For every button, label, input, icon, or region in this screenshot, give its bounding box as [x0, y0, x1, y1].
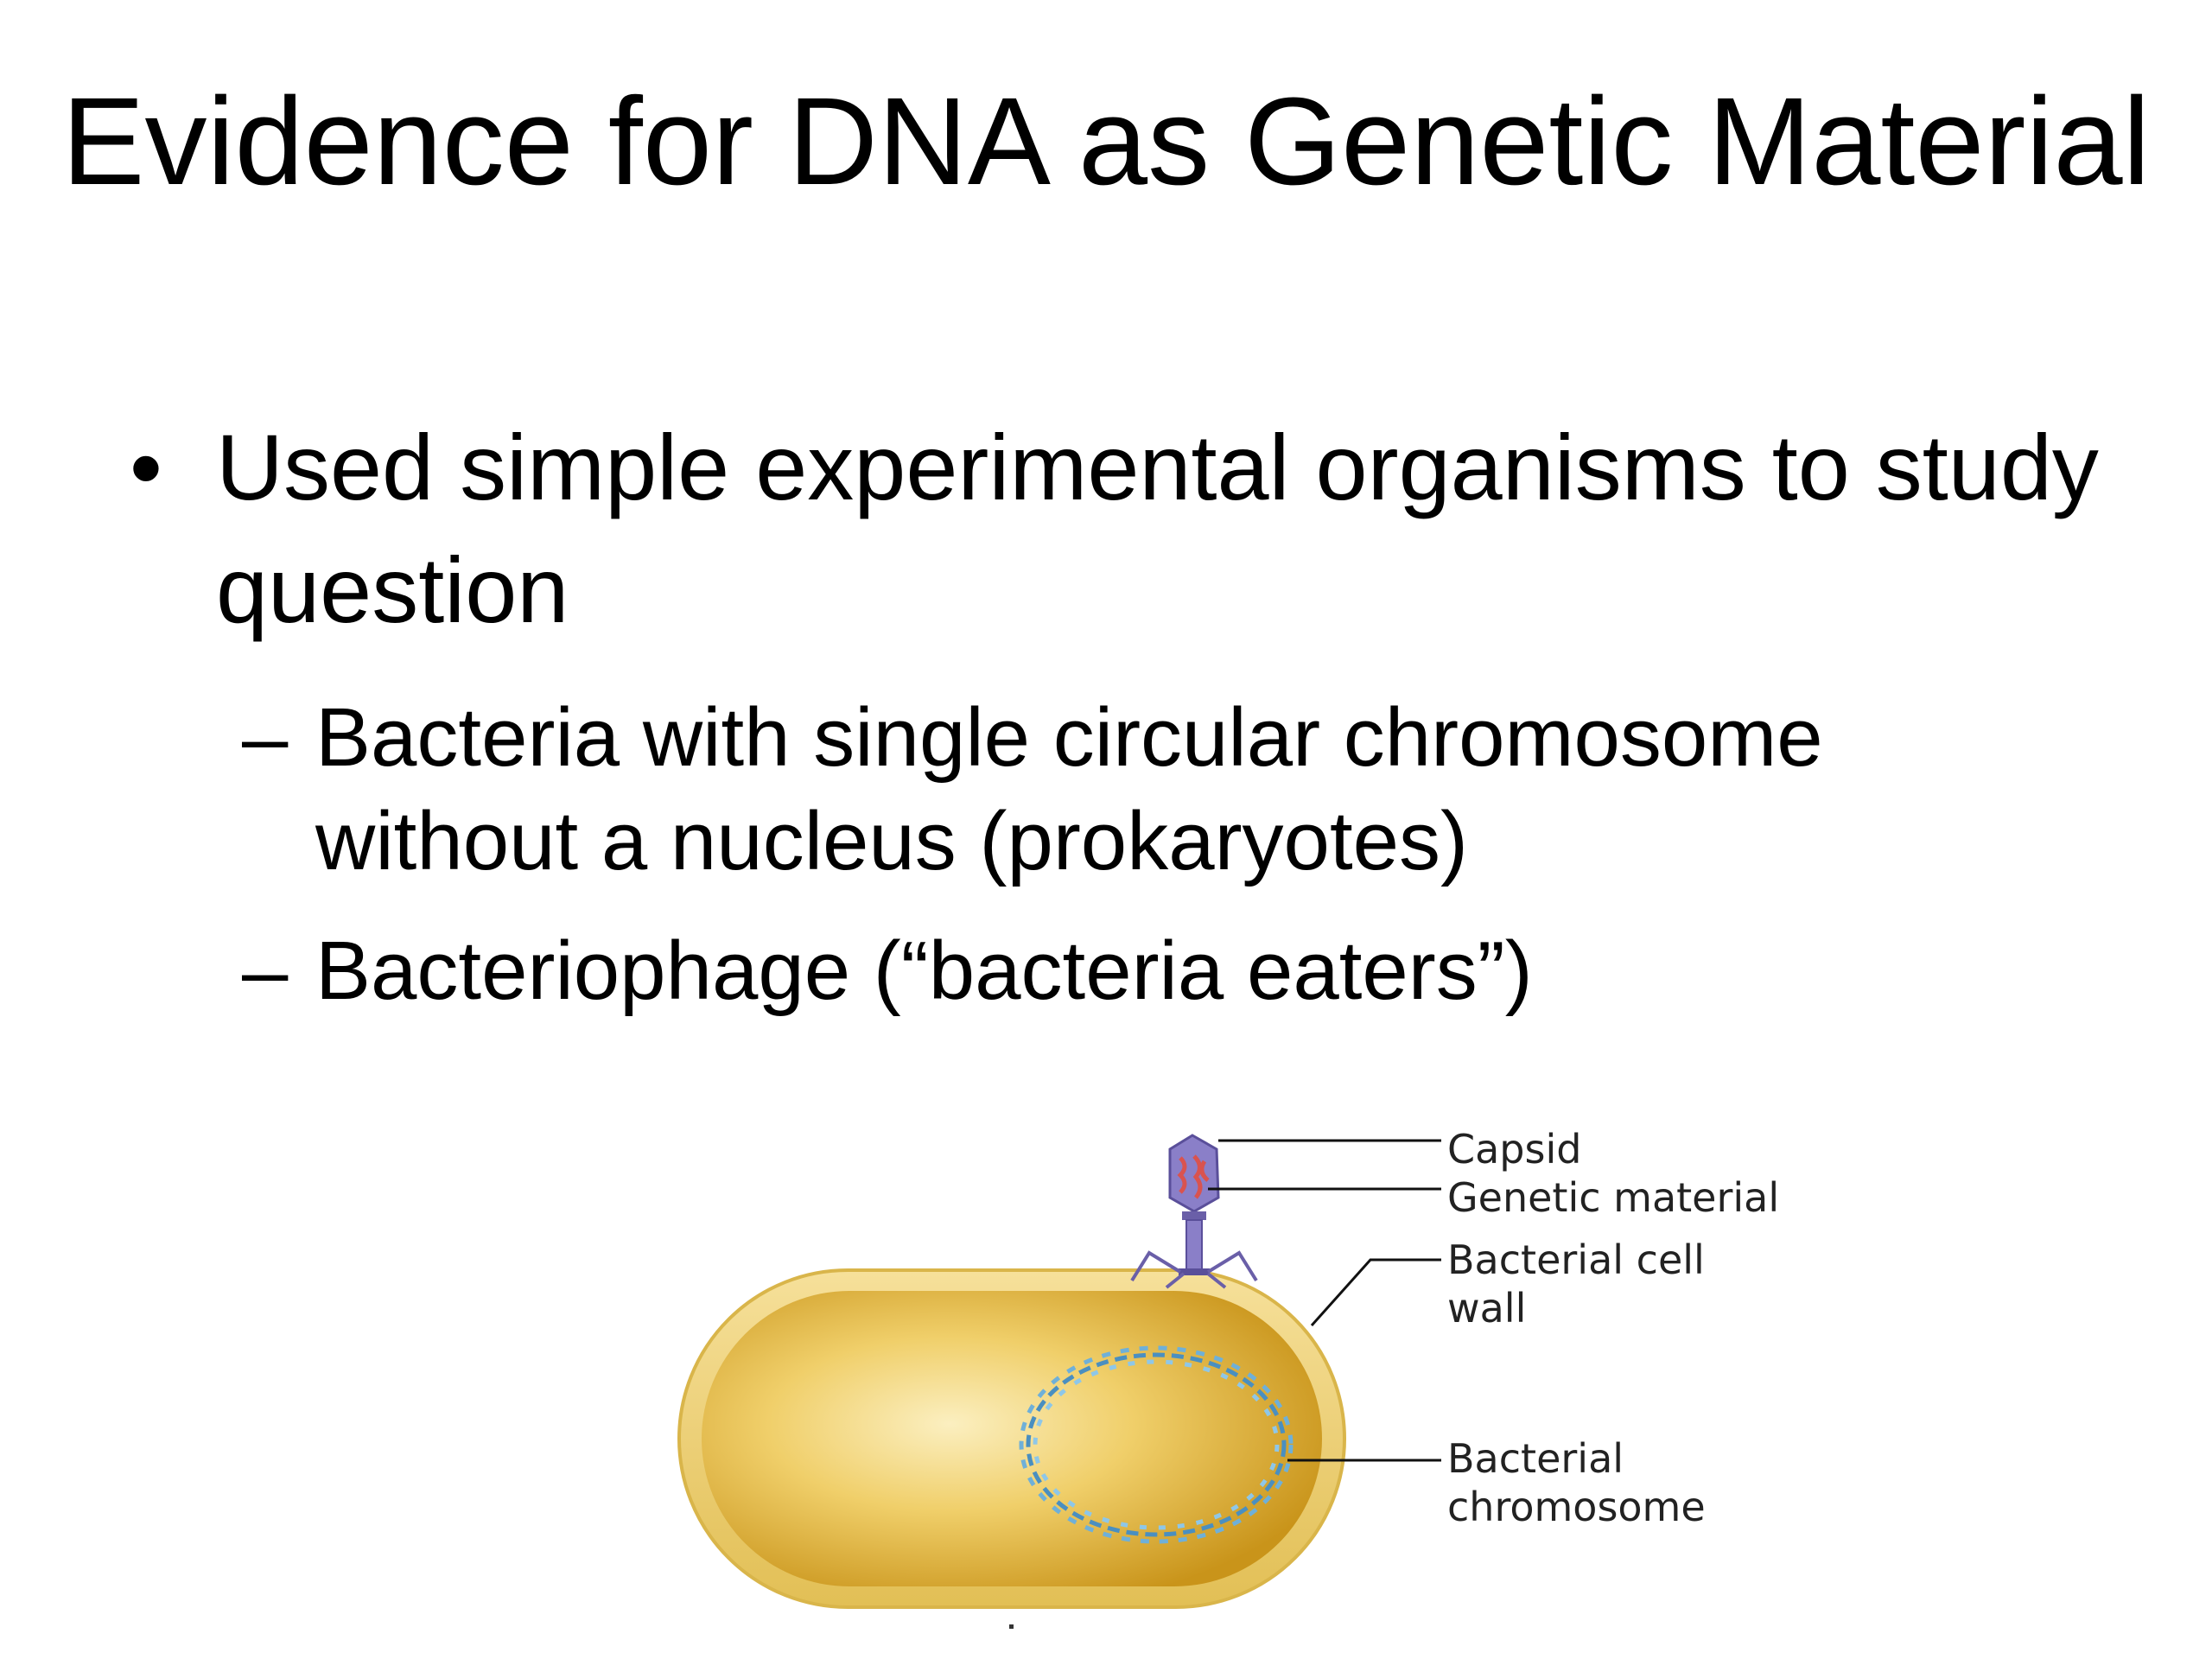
bullet-text: Used simple experimental organisms to st… [216, 415, 2099, 642]
bacterial-chromosome [1019, 1345, 1294, 1544]
bullet-item: • Used simple experimental organisms to … [130, 406, 2117, 652]
stray-dot [1009, 1624, 1014, 1629]
label-bacterial-cell-wall: Bacterial cell wall [1447, 1236, 1705, 1332]
sub-bullet-marker: – [242, 691, 289, 784]
figure-illustration [677, 1134, 1441, 1609]
sub-bullet-item: – Bacteria with single circular chromoso… [242, 686, 2117, 893]
bacteriophage [1130, 1134, 1258, 1289]
phage-tail [1185, 1219, 1203, 1271]
sub-bullet-text: Bacteriophage (“bacteria eaters”) [315, 925, 1533, 1017]
sub-bullet-item: – Bacteriophage (“bacteria eaters”) [242, 919, 2117, 1023]
phage-genetic-material [1177, 1154, 1210, 1199]
bullet-list: • Used simple experimental organisms to … [130, 406, 2117, 1023]
label-bacterial-chromosome: Bacterial chromosome [1447, 1435, 1706, 1530]
label-leader-lines [1208, 1139, 1441, 1462]
label-capsid: Capsid [1447, 1126, 1582, 1173]
bacterial-cell-interior [702, 1291, 1322, 1586]
label-genetic-material: Genetic material [1447, 1174, 1780, 1221]
capsid [1168, 1134, 1220, 1213]
sub-bullet-text: Bacteria with single circular chromosome… [315, 691, 1823, 887]
bacteriophage-figure: Capsid Genetic material Bacterial cell w… [665, 1115, 1789, 1650]
bullet-marker: • [130, 415, 162, 519]
sub-bullet-marker: – [242, 925, 289, 1017]
slide-title: Evidence for DNA as Genetic Material [61, 72, 2151, 211]
phage-tail-fibers [1130, 1250, 1258, 1289]
